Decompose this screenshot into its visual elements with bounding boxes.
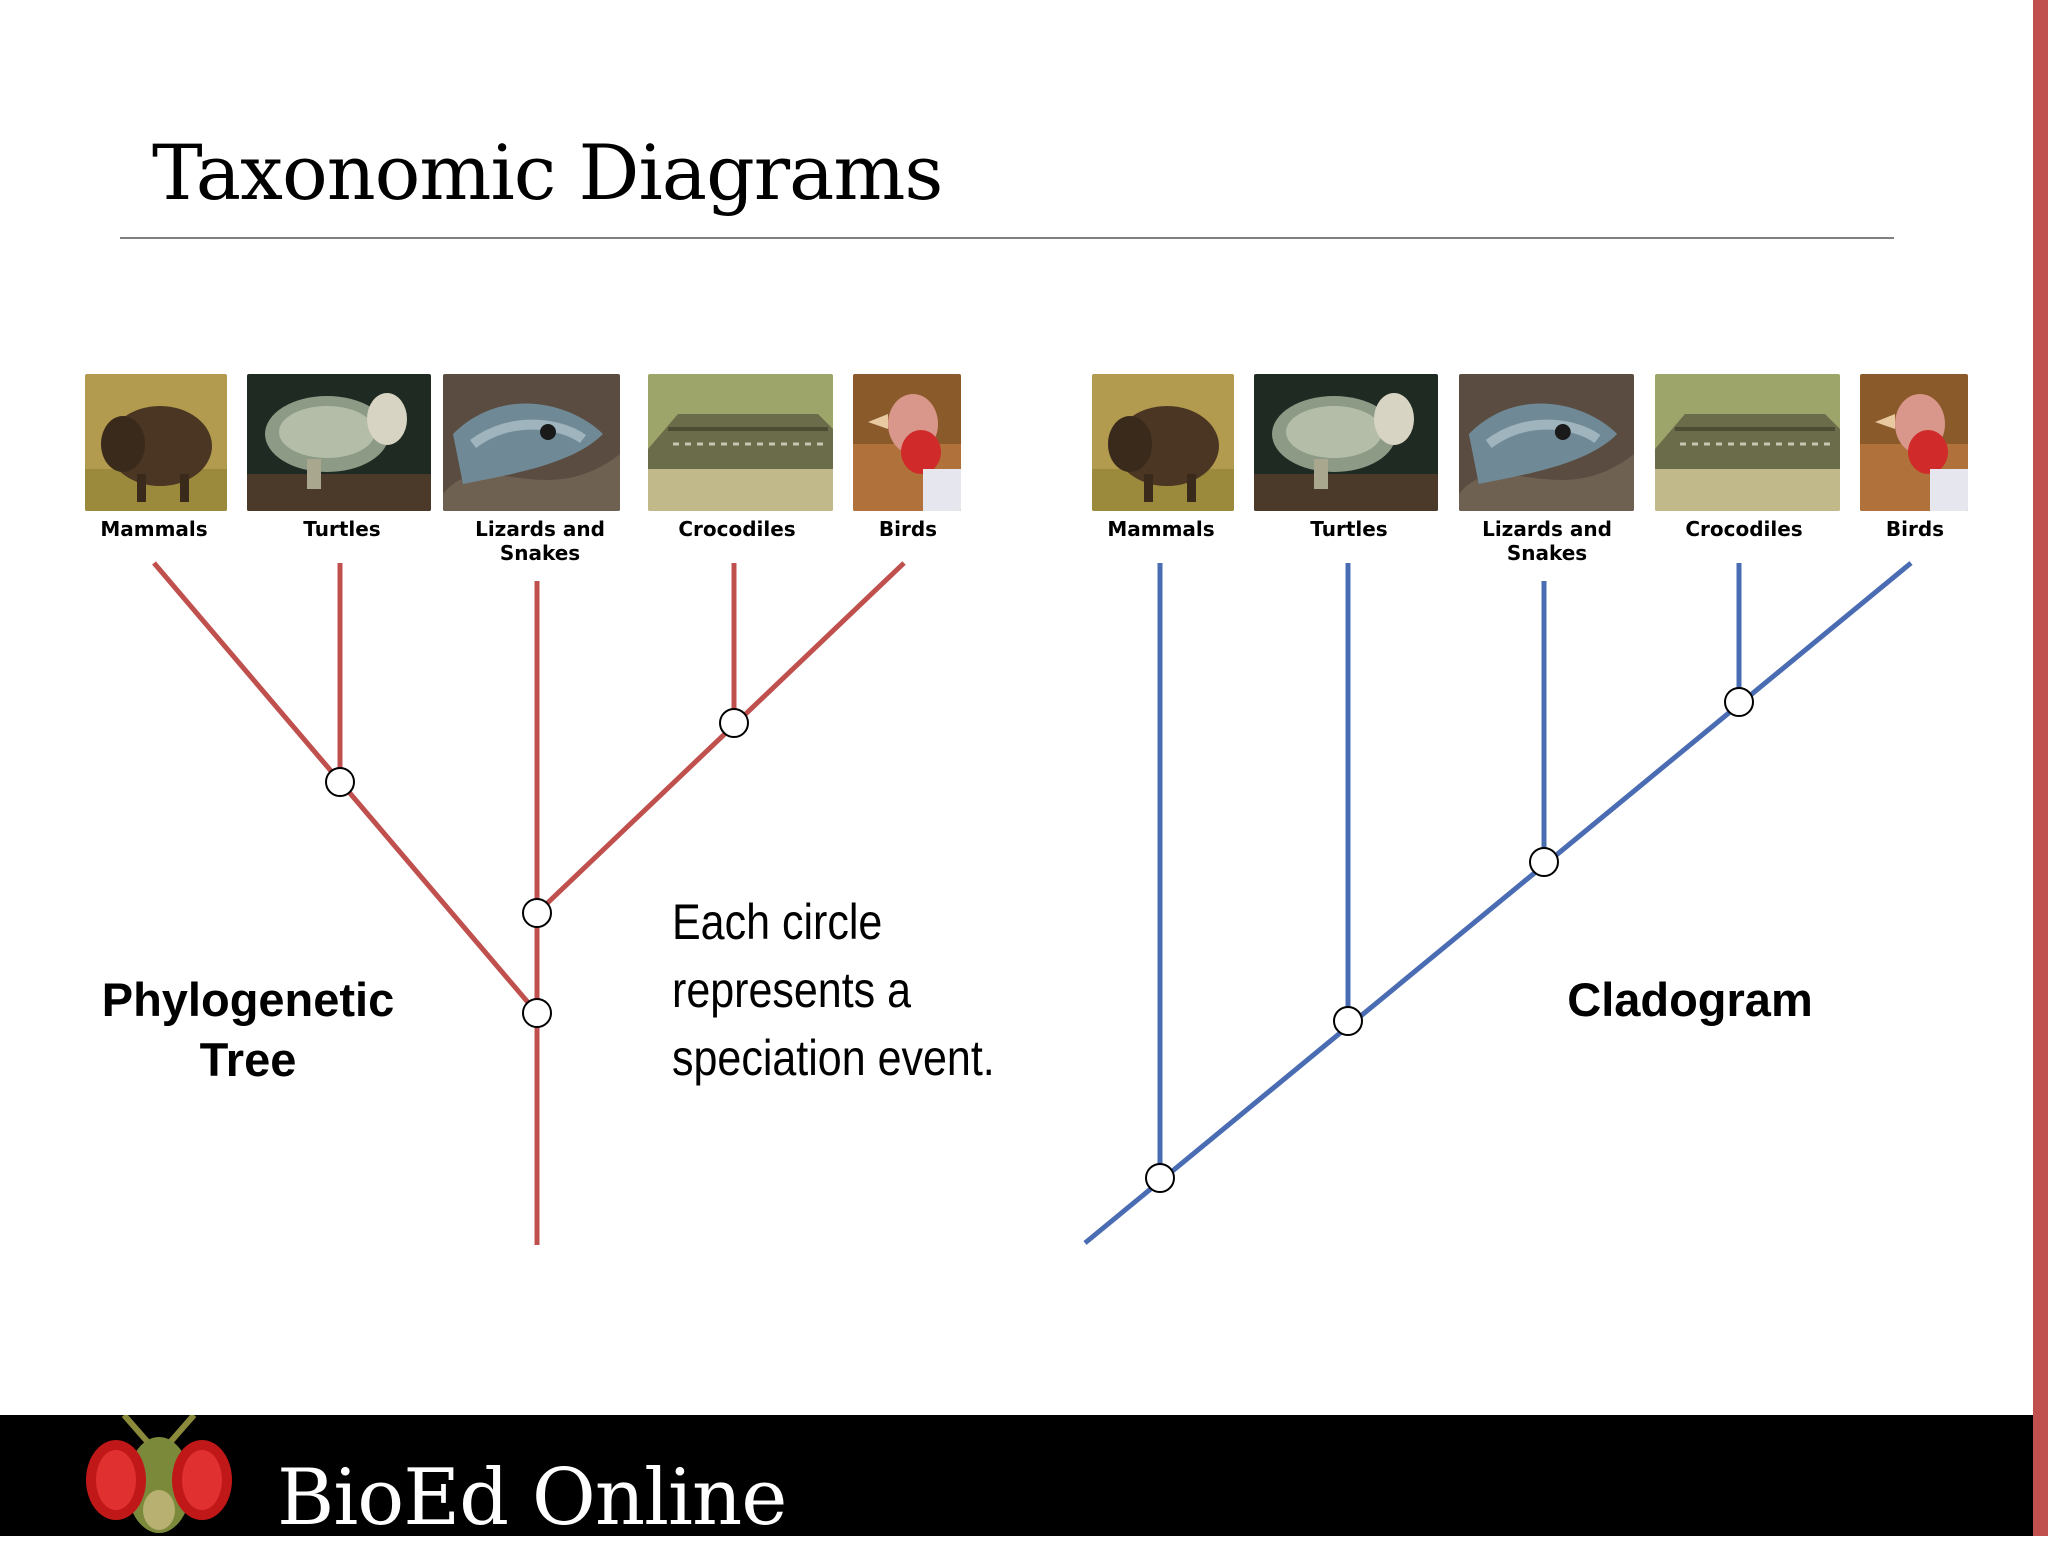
- bird-photo: [853, 374, 961, 511]
- speciation-node: [522, 998, 552, 1028]
- taxon-label: Birds: [1885, 517, 1945, 541]
- turtle-photo: [1254, 374, 1438, 511]
- speciation-node: [1529, 847, 1559, 877]
- footer-brand: BioEd Online: [277, 1453, 787, 1543]
- clado-branch: [1083, 561, 1913, 1245]
- speciation-node: [1333, 1006, 1363, 1036]
- speciation-node: [1145, 1163, 1175, 1193]
- taxon-label: Lizards and Snakes: [475, 517, 605, 565]
- speciation-node: [719, 708, 749, 738]
- taxon-label: Turtles: [303, 517, 381, 541]
- turtle-photo: [247, 374, 431, 511]
- speciation-node: [522, 898, 552, 928]
- taxon-label: Mammals: [1107, 517, 1215, 541]
- accent-bar: [2033, 0, 2048, 1536]
- taxon-label: Lizards and Snakes: [1482, 517, 1612, 565]
- taxon-label: Mammals: [100, 517, 208, 541]
- taxon-label: Crocodiles: [1685, 517, 1803, 541]
- clado-nodes: [1145, 687, 1754, 1193]
- phylo-branch: [535, 561, 906, 915]
- taxon-label: Birds: [878, 517, 938, 541]
- taxon-label: Crocodiles: [678, 517, 796, 541]
- cladogram-tree: [1083, 561, 1913, 1245]
- speciation-node: [325, 767, 355, 797]
- bird-photo: [1860, 374, 1968, 511]
- phylogenetic-tree-label: Phylogenetic Tree: [101, 973, 395, 1086]
- taxon-label: Turtles: [1310, 517, 1388, 541]
- snake-photo: [443, 374, 620, 511]
- phylo-nodes: [325, 708, 749, 1028]
- mammal-photo: [85, 374, 227, 511]
- speciation-note: Each circle represents a speciation even…: [672, 894, 995, 1086]
- cladogram-label: Cladogram: [1567, 973, 1813, 1026]
- footer-bar: [0, 1415, 2033, 1536]
- crocodile-photo: [648, 374, 833, 511]
- fruit-fly-logo: [84, 1413, 234, 1536]
- mammal-photo: [1092, 374, 1234, 511]
- slide-title: Taxonomic Diagrams: [152, 128, 943, 217]
- title-divider: [120, 237, 1894, 239]
- speciation-node: [1724, 687, 1754, 717]
- crocodile-photo: [1655, 374, 1840, 511]
- snake-photo: [1459, 374, 1634, 511]
